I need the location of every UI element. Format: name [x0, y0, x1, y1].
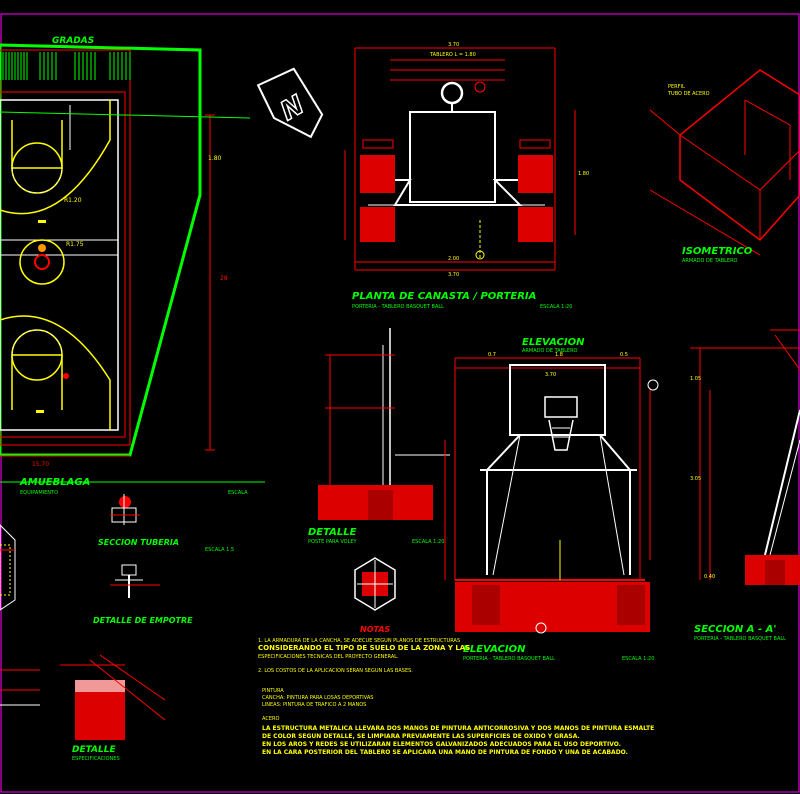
- elev-subtitle-top: ARMADO DE TABLERO: [522, 348, 578, 354]
- detail-title: DETALLE: [308, 527, 357, 538]
- sec-subtitle: PORTERIA - TABLERO BASQUET BALL: [694, 636, 786, 642]
- detalle-bottom-title: DETALLE: [72, 745, 116, 755]
- elev-dim-b: 1.8: [555, 352, 563, 358]
- elev-dim-a: 0.7: [488, 352, 496, 358]
- plan-dim-right: 1.80: [578, 171, 589, 177]
- court-scale: ESCALA: [228, 490, 248, 496]
- section-a-view: 1.05 3.05 0.40 SECCION A - A' PORTERIA -…: [690, 329, 800, 642]
- court-subtitle: EQUIPAMIENTO: [20, 490, 58, 496]
- notes-block: 1. LA ARMADURA DE LA CANCHA, SE ADECUE S…: [258, 638, 654, 756]
- sec-tuberia-scale: ESCALA 1:5: [205, 547, 234, 553]
- gradas-label: GRADAS: [52, 36, 94, 46]
- plan-dim-bottom: 3.70: [448, 272, 459, 278]
- hexagon-detail: NOTAS: [354, 557, 396, 634]
- detalle-bottom-subtitle: ESPECIFICACIONES: [72, 756, 120, 762]
- elev-title: ELEVACION: [463, 644, 526, 655]
- court-dim-height: 28: [220, 275, 228, 282]
- volley-post-detail: DETALLE POSTE PARA VOLEY ESCALA 1:20: [308, 328, 450, 545]
- elev-dim-total: 3.70: [545, 372, 556, 378]
- plan-subtitle: PORTERIA - TABLERO BASQUET BALL: [352, 304, 444, 310]
- acero-line-3: EN LOS AROS Y REDES SE UTILIZARAN ELEMEN…: [262, 741, 621, 748]
- iso-label-1: PERFIL: [668, 84, 685, 90]
- sec-dim-b: 3.05: [690, 476, 701, 482]
- basket-plan: 3.70 TABLERO L = 1.80 2.00 3.70 1.80 PLA…: [344, 42, 589, 310]
- sec-dim-a: 1.05: [690, 376, 701, 382]
- plan-scale: ESCALA 1:20: [540, 304, 572, 310]
- elev-title-top: ELEVACION: [522, 337, 585, 348]
- acero-line-1: LA ESTRUCTURA METALICA LLEVARA DOS MANOS…: [262, 725, 654, 732]
- sec-tuberia-title: SECCION TUBERIA: [98, 538, 179, 547]
- plan-dim-mid: 2.00: [448, 256, 459, 262]
- detail-scale: ESCALA 1:20: [412, 539, 444, 545]
- iso-subtitle: ARMADO DE TABLERO: [682, 258, 738, 264]
- court-dim-side: 1.80: [208, 155, 222, 162]
- note-line-2: CONSIDERANDO EL TIPO DE SUELO DE LA ZONA…: [258, 644, 470, 652]
- pintura-line-2: LINEAS: PINTURA DE TRAFICO A 2 MANOS: [262, 702, 366, 708]
- sec-title: SECCION A - A': [694, 624, 776, 635]
- elev-scale: ESCALA 1:20: [622, 656, 654, 662]
- elevation-view: ELEVACION ARMADO DE TABLERO 0.7 1.8 0.5 …: [444, 337, 659, 662]
- north-arrow: N: [256, 67, 324, 139]
- court-r2: R1.75: [66, 241, 84, 248]
- note-line-1: 1. LA ARMADURA DE LA CANCHA, SE ADECUE S…: [258, 638, 460, 644]
- note-line-3: ESPECIFICACIONES TECNICAS DEL PROYECTO G…: [258, 654, 399, 660]
- elev-subtitle: PORTERIA - TABLERO BASQUET BALL: [463, 656, 555, 662]
- notas-title: NOTAS: [360, 625, 391, 634]
- acero-title: ACERO: [262, 716, 279, 722]
- small-details: SECCION TUBERIA ESCALA 1:5 DETALLE DE EM…: [0, 494, 234, 762]
- plan-dim-sub: TABLERO L = 1.80: [429, 52, 476, 58]
- elev-dim-c: 0.5: [620, 352, 628, 358]
- acero-line-2: DE COLOR SEGUN DETALLE, SE LIMPIARA PREV…: [262, 733, 580, 740]
- pintura-line-1: CANCHA: PINTURA PARA LOSAS DEPORTIVAS: [262, 695, 373, 701]
- court-plan: GRADAS 15.70 28 1.80 R1.20 R1.75 AMUEBLA…: [0, 36, 265, 496]
- isometric-view: PERFIL TUBO DE ACERO ISOMETRICO ARMADO D…: [649, 69, 800, 264]
- sheet-border: [0, 13, 800, 793]
- court-dim-width: 15.70: [32, 461, 49, 468]
- detalle-empotre-title: DETALLE DE EMPOTRE: [93, 616, 193, 625]
- court-r1: R1.20: [64, 197, 82, 204]
- iso-title: ISOMETRICO: [682, 246, 753, 257]
- plan-dim-top: 3.70: [448, 42, 459, 48]
- pintura-title: PINTURA: [262, 688, 284, 694]
- court-title: AMUEBLAGA: [19, 477, 90, 488]
- acero-line-4: EN LA CARA POSTERIOR DEL TABLERO SE APLI…: [262, 749, 628, 756]
- plan-title: PLANTA DE CANASTA / PORTERIA: [352, 291, 536, 302]
- detail-subtitle: POSTE PARA VOLEY: [308, 539, 358, 545]
- sec-dim-c: 0.40: [704, 574, 715, 580]
- iso-label-2: TUBO DE ACERO: [667, 91, 710, 97]
- note-line-4: 2. LOS COSTOS DE LA APLICACION SERAN SEG…: [258, 668, 413, 674]
